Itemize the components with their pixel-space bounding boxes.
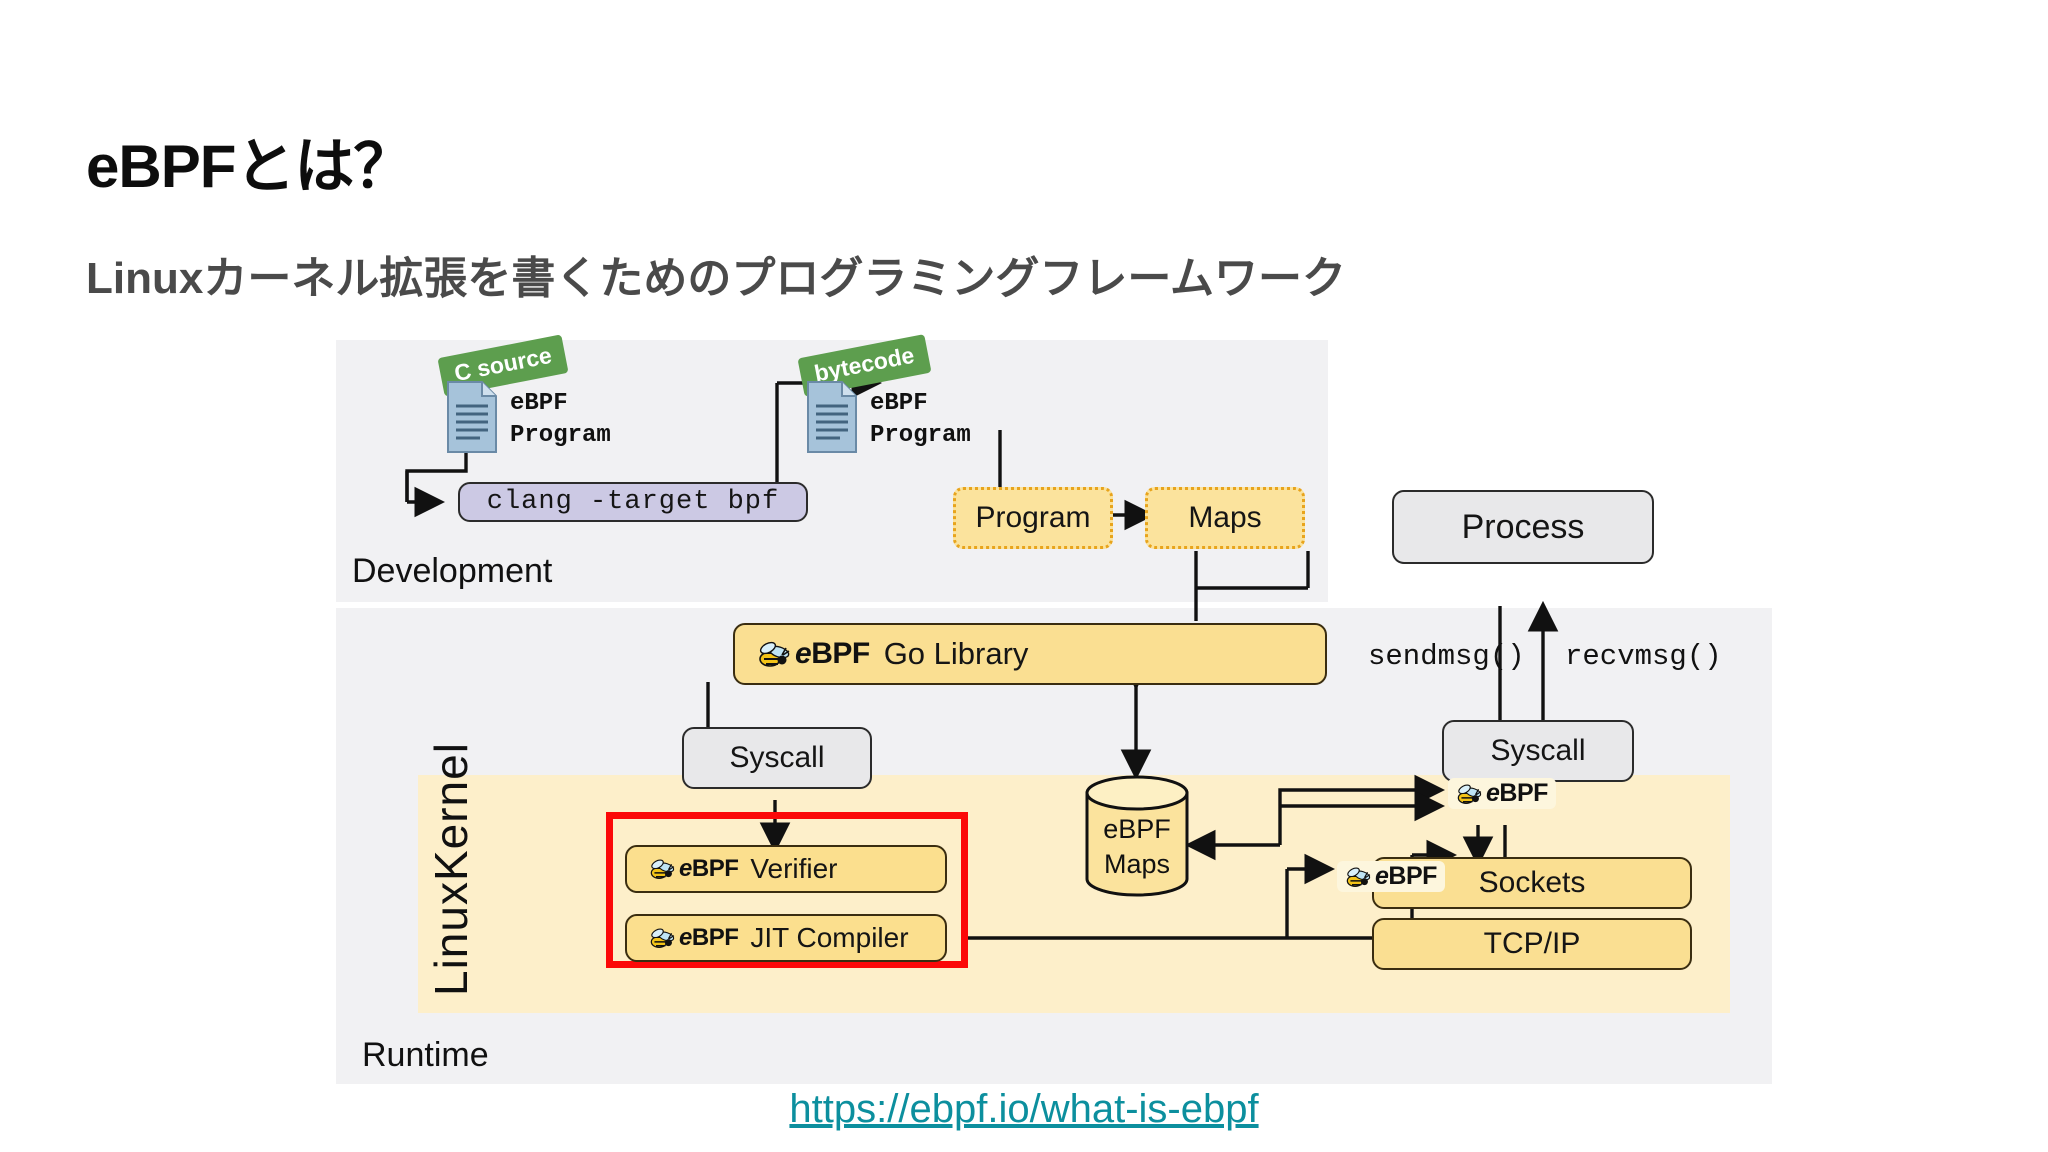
- verifier-label: Verifier: [750, 853, 838, 884]
- bee-icon: [650, 928, 675, 948]
- program-node: Program: [953, 487, 1113, 549]
- bytecode-document-label-line2: Program: [870, 422, 971, 450]
- bee-icon: [1346, 867, 1371, 887]
- c-source-document-label-line2: Program: [510, 422, 611, 450]
- go-library-label: Go Library: [883, 636, 1029, 671]
- sendmsg-edge-label: sendmsg(): [1368, 640, 1525, 673]
- source-url-link[interactable]: https://ebpf.io/what-is-ebpf: [789, 1087, 1259, 1131]
- syscall-ebpf-hook: eeBPFBPF: [1448, 778, 1556, 809]
- highlight-rectangle: [606, 812, 968, 968]
- ebpf-maps-label: eBPF Maps: [1082, 812, 1192, 882]
- ebpf-wordmark: eeBPFBPF: [795, 637, 870, 670]
- sockets-ebpf-hook: eeBPFBPF: [1337, 861, 1445, 892]
- bytecode-document-label-line1: eBPF: [870, 390, 928, 417]
- bee-icon: [1457, 784, 1482, 804]
- development-panel-label: Development: [352, 552, 553, 590]
- ebpf-logo: eeBPFBPF: [1345, 864, 1437, 889]
- tcpip-node: TCP/IP: [1372, 918, 1692, 970]
- jit-compiler-node: eeBPFBPF JIT Compiler: [625, 914, 947, 962]
- linux-kernel-label-line2: Kernel: [425, 742, 477, 882]
- page-title: eBPFとは？: [86, 133, 413, 200]
- ebpf-wordmark: eeBPFBPF: [1375, 862, 1437, 890]
- ebpf-wordmark: eeBPFBPF: [1486, 779, 1548, 807]
- runtime-panel-label: Runtime: [362, 1036, 489, 1074]
- document-icon: [807, 381, 857, 453]
- jit-compiler-label: JIT Compiler: [750, 922, 909, 953]
- ebpf-maps-label-line1: eBPF: [1103, 814, 1171, 844]
- ebpf-logo: eeBPFBPF: [757, 639, 870, 669]
- clang-command-node: clang -target bpf: [458, 482, 808, 522]
- c-source-document-label-line1: eBPF: [510, 390, 568, 417]
- page-subtitle: Linuxカーネル拡張を書くためのプログラミングフレームワーク: [86, 254, 1347, 303]
- syscall-left-node: Syscall: [682, 727, 872, 789]
- ebpf-logo: eeBPFBPF: [649, 924, 739, 951]
- ebpf-wordmark: eeBPFBPF: [679, 924, 739, 951]
- bee-icon: [759, 641, 790, 667]
- c-source-document-label: eBPF Program: [510, 388, 611, 453]
- ebpf-wordmark: eeBPFBPF: [679, 855, 739, 882]
- bytecode-document-label: eBPF Program: [870, 388, 971, 453]
- maps-node: Maps: [1145, 487, 1305, 549]
- ebpf-logo: eeBPFBPF: [1456, 781, 1548, 806]
- linux-kernel-label: Linux Kernel: [425, 580, 477, 996]
- syscall-right-node: Syscall: [1442, 720, 1634, 782]
- ebpf-logo: eeBPFBPF: [649, 855, 739, 882]
- ebpf-maps-label-line2: Maps: [1103, 849, 1171, 880]
- ebpf-maps-cylinder: [1085, 775, 1189, 897]
- recvmsg-edge-label: recvmsg(): [1565, 640, 1722, 673]
- document-icon: [447, 381, 497, 453]
- verifier-node: eeBPFBPF Verifier: [625, 845, 947, 893]
- go-library-node: eeBPFBPF Go Library: [733, 623, 1327, 685]
- process-node: Process: [1392, 490, 1654, 564]
- linux-kernel-label-line1: Linux: [425, 881, 477, 996]
- bee-icon: [650, 859, 675, 879]
